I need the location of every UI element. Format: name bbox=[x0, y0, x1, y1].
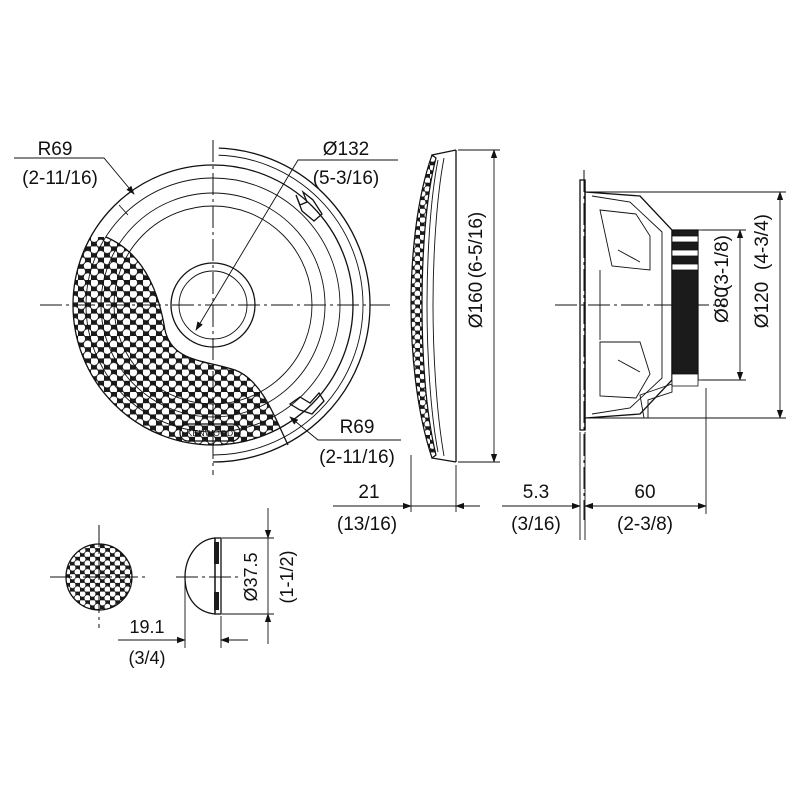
radius-top-label: R69 bbox=[38, 139, 73, 160]
magnet-label: Ø80 bbox=[712, 287, 733, 323]
body-label: Ø120 bbox=[752, 282, 773, 328]
depth-label-inch: (13/16) bbox=[337, 514, 397, 535]
diameter-label-inch: (5-3/16) bbox=[313, 168, 380, 189]
depth-label: 60 bbox=[634, 482, 655, 503]
tweeter-view: Ø37.5 (1-1/2) 19.1 (3/4) bbox=[50, 508, 297, 668]
woofer-side-view: Ø80 (3-1/8) Ø120 (4-3/4) 5.3 (3/16) 60 (… bbox=[502, 170, 786, 540]
flange-label-inch: (3/16) bbox=[511, 514, 561, 535]
mount-tab-top bbox=[295, 189, 323, 222]
radius-bottom-label-inch: (2-11/16) bbox=[319, 447, 395, 468]
height-label-inch: (6-5/16) bbox=[466, 212, 487, 279]
tweeter-diameter-label-inch: (1-1/2) bbox=[277, 550, 297, 603]
depth-label-inch: (2-3/8) bbox=[617, 514, 673, 535]
grille-profile-mesh bbox=[410, 154, 437, 459]
tweeter-depth-label: 19.1 bbox=[129, 617, 164, 637]
radius-bottom-label: R69 bbox=[340, 417, 375, 438]
flange-label: 5.3 bbox=[523, 482, 549, 503]
front-view: KENWOOD R69 (2-11/16) Ø132 (5-3/16) R69 … bbox=[14, 139, 401, 475]
depth-label: 21 bbox=[358, 482, 379, 503]
kenwood-logo: KENWOOD bbox=[187, 428, 234, 438]
tweeter-depth-label-inch: (3/4) bbox=[128, 648, 165, 668]
body-label-inch: (4-3/4) bbox=[752, 214, 773, 270]
grille-mesh-left bbox=[73, 237, 288, 445]
kenwood-logo-badge bbox=[179, 423, 241, 442]
diameter-label: Ø132 bbox=[323, 139, 369, 160]
grille-side-view: Ø160 (6-5/16) 21 (13/16) bbox=[333, 149, 500, 535]
height-label: Ø160 bbox=[466, 282, 487, 328]
tweeter-grille bbox=[66, 544, 132, 610]
tweeter-diameter-label: Ø37.5 bbox=[241, 552, 261, 601]
radius-top-label-inch: (2-11/16) bbox=[22, 168, 98, 189]
magnet-label-inch: (3-1/8) bbox=[712, 235, 733, 291]
mount-tab-bottom bbox=[288, 391, 325, 415]
tweeter-side-profile bbox=[184, 537, 216, 615]
